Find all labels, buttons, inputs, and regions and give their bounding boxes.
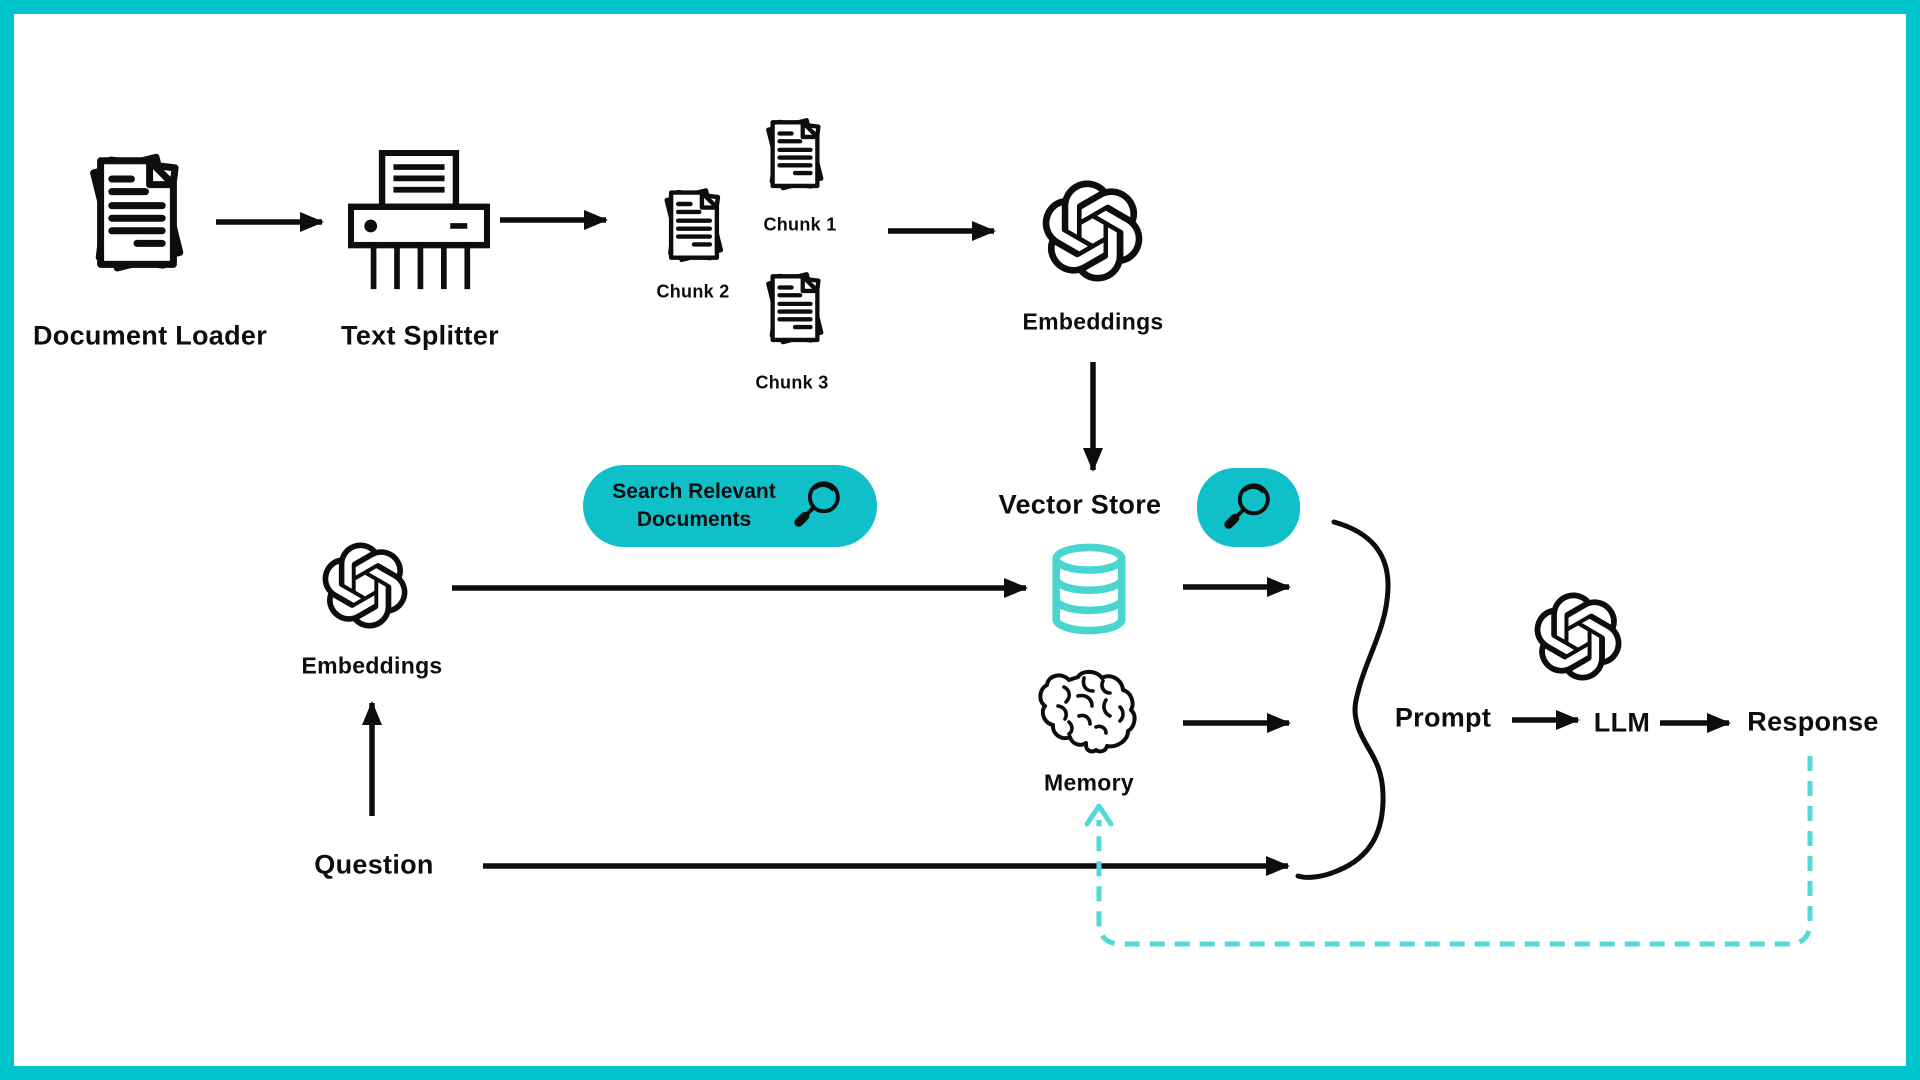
vector-store-search-button[interactable] <box>1197 468 1300 547</box>
openai-logo-icon <box>1042 180 1143 282</box>
dashed-arrowhead <box>1084 803 1114 827</box>
database-icon <box>1047 536 1131 642</box>
chunk2-label: Chunk 2 <box>656 281 730 302</box>
chunk3-label: Chunk 3 <box>755 372 829 393</box>
shredder-icon <box>348 148 490 294</box>
search-relevant-documents-button[interactable]: Search Relevant Documents <box>583 465 877 547</box>
document-loader-label: Document Loader <box>32 320 268 351</box>
question-label: Question <box>314 849 434 880</box>
curly-brace <box>1295 519 1391 880</box>
prompt-label: Prompt <box>1394 702 1492 733</box>
response-label: Response <box>1747 706 1879 737</box>
chunk2-document-stack-icon <box>650 181 738 271</box>
chunk3-document-stack-icon <box>752 264 838 354</box>
llm-label: LLM <box>1593 707 1651 738</box>
brain-icon <box>1036 665 1140 755</box>
document-stack-icon <box>67 140 207 288</box>
text-splitter-label: Text Splitter <box>341 320 499 351</box>
magnifier-icon <box>1220 479 1278 537</box>
dashed-feedback-path <box>1096 756 1813 947</box>
magnifier-icon <box>790 477 848 535</box>
search-button-label: Search Relevant Documents <box>612 480 776 531</box>
memory-label: Memory <box>1044 769 1134 796</box>
embeddings-label: Embeddings <box>1022 308 1164 335</box>
chunk1-label: Chunk 1 <box>763 214 837 235</box>
query-embeddings-label: Embeddings <box>301 652 443 679</box>
openai-logo-icon <box>322 542 408 629</box>
openai-logo-icon <box>1534 592 1622 681</box>
chunk1-document-stack-icon <box>752 110 838 200</box>
vector-store-label: Vector Store <box>998 489 1162 520</box>
